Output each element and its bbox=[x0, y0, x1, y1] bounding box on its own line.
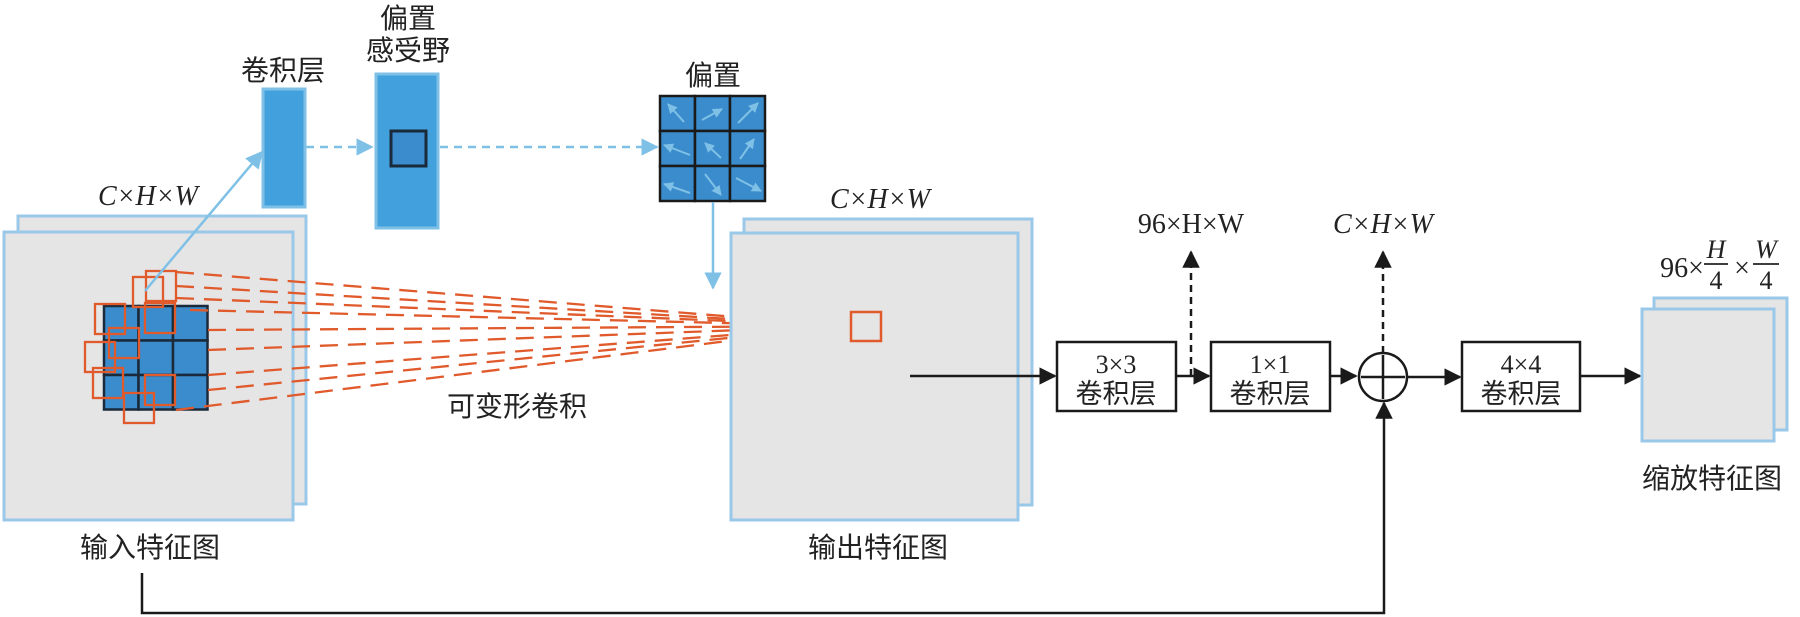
conv4x4-kernel: 4×4 bbox=[1501, 350, 1542, 379]
sample-point-box bbox=[143, 373, 177, 407]
offset-arrow-icon bbox=[704, 173, 722, 196]
output-sample-point bbox=[849, 310, 883, 343]
branch2-dims-label: C×H×W bbox=[1333, 209, 1436, 240]
conv3x3-box bbox=[1055, 340, 1178, 413]
sample-point-box bbox=[122, 391, 156, 425]
conv1x1-kernel: 1×1 bbox=[1250, 350, 1291, 379]
scaled-h-denominator: 4 bbox=[1710, 266, 1723, 295]
input-grid-cell bbox=[137, 339, 175, 377]
offset-arrow-icon bbox=[737, 102, 759, 124]
offset-label: 偏置 bbox=[380, 2, 436, 35]
add-operator bbox=[1357, 351, 1409, 403]
scaled-prefix: 96× bbox=[1660, 253, 1704, 284]
input-feature-map bbox=[2, 214, 308, 522]
branch1-dims-text: 96×H×W bbox=[1138, 209, 1245, 240]
offset-arrow-icon bbox=[663, 182, 691, 194]
scaled-times: × bbox=[1734, 253, 1750, 284]
scaled-w-denominator: 4 bbox=[1760, 266, 1773, 295]
input-dims-label: C×H×W bbox=[98, 181, 201, 212]
scaled-feature-map bbox=[1640, 296, 1789, 443]
deformable-conv-label: 可变形卷积 bbox=[447, 390, 587, 423]
input-grid-cell bbox=[171, 373, 209, 411]
offset-grid-cell bbox=[658, 129, 697, 168]
output-dims-label: C×H×W bbox=[830, 184, 933, 215]
conv1x1-box bbox=[1209, 340, 1332, 413]
output-feature-map bbox=[729, 217, 1034, 522]
offset-arrow-icon bbox=[701, 108, 723, 121]
output-map-label: 输出特征图 bbox=[808, 531, 948, 564]
conv4x4-name: 卷积层 bbox=[1481, 379, 1562, 410]
scaled-h-numerator: H bbox=[1706, 235, 1727, 264]
input-grid-cell bbox=[137, 304, 175, 342]
offset-grid bbox=[658, 94, 767, 203]
input-to-conv-arrow bbox=[144, 150, 264, 292]
conv1x1-block: 1×1 卷积层 bbox=[1209, 340, 1332, 413]
input-grid-cell bbox=[171, 339, 209, 377]
scaled-w-numerator: W bbox=[1755, 235, 1779, 264]
receptive-field-window bbox=[389, 129, 428, 168]
conv-layer-label: 卷积层 bbox=[241, 54, 325, 87]
skip-connection-arrow bbox=[140, 401, 1393, 615]
conv1x1-name: 卷积层 bbox=[1230, 379, 1311, 410]
offset-arrow-icon bbox=[667, 103, 685, 123]
sample-point-box bbox=[83, 340, 117, 374]
scaled-map-label: 缩放特征图 bbox=[1642, 462, 1782, 495]
branch1-dims-label: 96×H×W bbox=[1138, 209, 1245, 240]
scaled-dims-label: 96× H 4 × W 4 bbox=[1660, 235, 1779, 295]
offset-arrow-icon bbox=[739, 138, 755, 160]
offset-arrow-icon bbox=[663, 143, 691, 156]
sample-point-box bbox=[91, 366, 125, 400]
offset-arrow-icon bbox=[735, 177, 762, 192]
sample-point-box bbox=[143, 301, 177, 335]
conv-layer-bar bbox=[261, 87, 307, 209]
input-map-label: 输入特征图 bbox=[80, 531, 220, 564]
offset-arrow-icon bbox=[704, 142, 722, 159]
offset-grid-cell bbox=[693, 129, 732, 168]
conv3x3-kernel: 3×3 bbox=[1096, 350, 1137, 379]
receptive-field-label: 感受野 bbox=[366, 34, 450, 67]
conv3x3-name: 卷积层 bbox=[1076, 379, 1157, 410]
sample-point-box bbox=[131, 275, 165, 309]
scaled-map-front-layer bbox=[1640, 307, 1776, 443]
conv3x3-block: 3×3 卷积层 bbox=[1055, 340, 1178, 413]
offset-grid-label: 偏置 bbox=[685, 59, 741, 92]
conv4x4-block: 4×4 卷积层 bbox=[1460, 340, 1582, 413]
